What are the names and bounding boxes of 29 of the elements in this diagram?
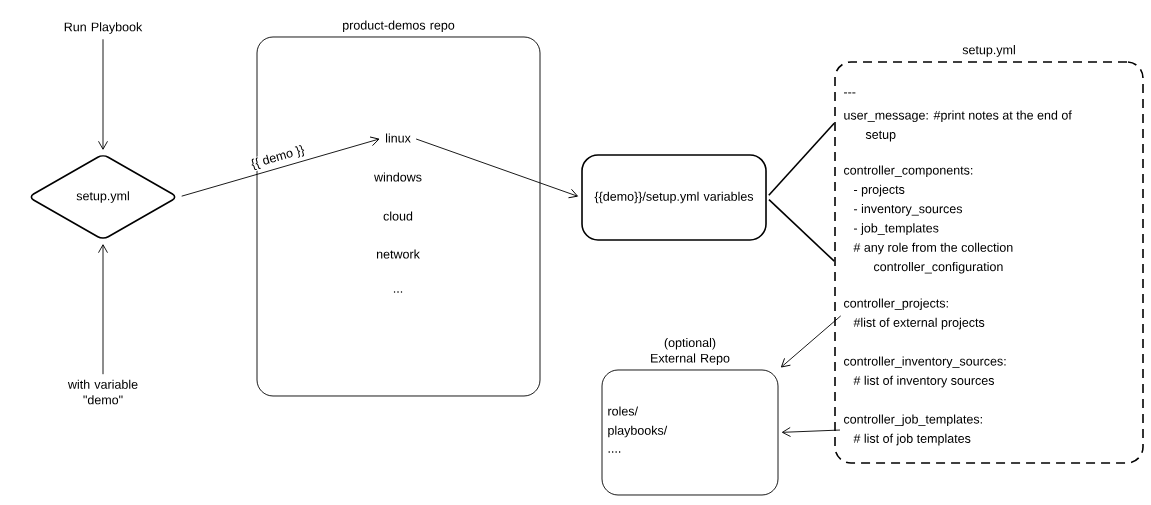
code-text: --- <box>844 92 856 94</box>
arrow <box>181 136 380 197</box>
node-label: setup.yml <box>962 45 1015 57</box>
edge-label: {{ demo }} <box>248 143 308 173</box>
connector-line <box>768 122 835 197</box>
node-label: product-demos repo <box>343 20 455 33</box>
code-text: controller_projects: #list of external projects <box>844 298 985 330</box>
arrow <box>415 138 578 199</box>
code-text: controller_job_templates: # list of job templates <box>844 414 982 446</box>
arrow <box>781 427 841 437</box>
text-label: .... <box>608 451 621 453</box>
connector-line <box>768 198 835 262</box>
process-box: {{demo}}/setup.yml variables <box>581 154 767 241</box>
list-item: linux <box>386 133 411 143</box>
code-text: controller_inventory_sources: # list of inventory sources <box>844 356 1006 388</box>
list-item: network <box>376 249 420 259</box>
code-text: controller_components: - projects - inventory_sources - job_templates # any role from the collection controller_configuration <box>844 165 1013 274</box>
list-item: windows <box>374 172 422 182</box>
text-label: with variable "demo" <box>67 379 138 405</box>
list-item: ... <box>393 291 403 293</box>
node-label: (optional) External Repo <box>651 337 730 366</box>
arrow <box>98 244 108 375</box>
text-label: Run Playbook <box>64 22 143 34</box>
arrow <box>780 315 842 368</box>
code-text: user_message: #print notes at the end of setup <box>844 110 1072 142</box>
arrow <box>98 38 108 150</box>
text-label: playbooks/ <box>608 425 668 438</box>
list-item: cloud <box>383 211 413 221</box>
text-label: roles/ <box>608 406 638 416</box>
